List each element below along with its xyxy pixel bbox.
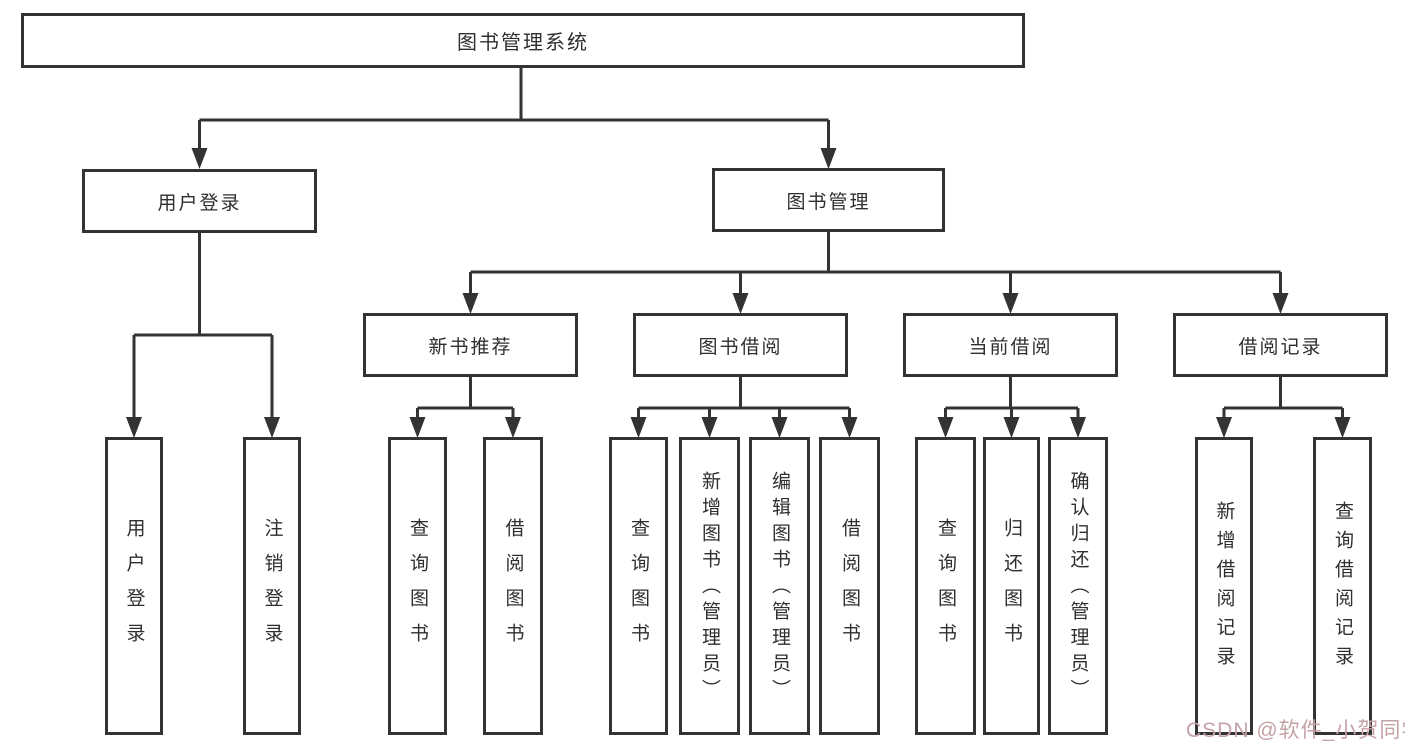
node-leaf-return-books: 归还图书 <box>983 437 1040 735</box>
node-leaf-borrow-books: 借阅图书 <box>819 437 880 735</box>
arrowheads <box>126 148 1351 438</box>
node-leaf-logout-login: 注销登录 <box>243 437 301 735</box>
node-book-management-system: 图书管理系统 <box>21 13 1025 68</box>
node-leaf-borrow-books-recommend: 借阅图书 <box>483 437 543 735</box>
node-leaf-query-books-borrowing: 查询图书 <box>609 437 668 735</box>
node-leaf-confirm-return-admin: 确认归还（管理员） <box>1048 437 1108 735</box>
node-leaf-add-borrow-record: 新增借阅记录 <box>1195 437 1253 735</box>
node-leaf-query-books-recommend: 查询图书 <box>388 437 447 735</box>
node-leaf-query-borrow-record: 查询借阅记录 <box>1313 437 1372 735</box>
node-current-borrowing: 当前借阅 <box>903 313 1118 377</box>
node-leaf-edit-books-admin: 编辑图书（管理员） <box>749 437 810 735</box>
node-new-book-recommendation: 新书推荐 <box>363 313 578 377</box>
tree-edges <box>132 68 1344 420</box>
node-book-management: 图书管理 <box>712 168 945 232</box>
node-borrowing-records: 借阅记录 <box>1173 313 1388 377</box>
csdn-watermark: CSDN @软件_小贺同学 <box>1186 719 1405 742</box>
node-user-login: 用户登录 <box>82 169 317 233</box>
node-leaf-add-books-admin: 新增图书（管理员） <box>679 437 740 735</box>
node-leaf-user-login: 用户登录 <box>105 437 163 735</box>
node-leaf-query-books-current: 查询图书 <box>915 437 976 735</box>
node-book-borrowing: 图书借阅 <box>633 313 848 377</box>
